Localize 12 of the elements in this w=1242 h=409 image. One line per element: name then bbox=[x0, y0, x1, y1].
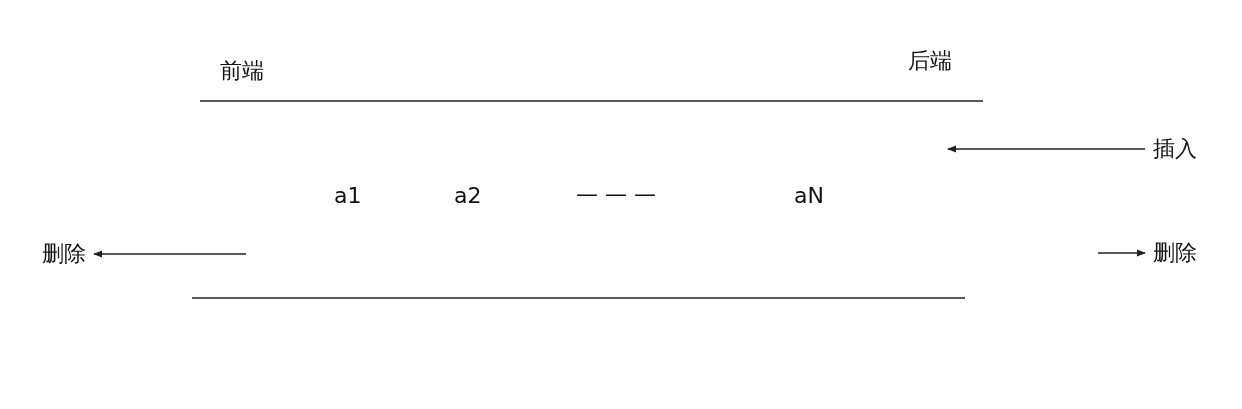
action-text: 删除 bbox=[1153, 240, 1197, 267]
queue-label: a1 bbox=[334, 183, 362, 210]
arrow bbox=[93, 250, 247, 258]
queue-label: aN bbox=[794, 183, 824, 210]
action-text: 删除 bbox=[42, 241, 86, 268]
queue-label: 后端 bbox=[908, 48, 952, 75]
arrow bbox=[1097, 249, 1146, 257]
action-text: 插入 bbox=[1153, 136, 1197, 163]
queue-label: a2 bbox=[454, 183, 482, 210]
arrow bbox=[947, 145, 1146, 153]
queue-label: 前端 bbox=[220, 58, 264, 85]
queue-label: — — — bbox=[576, 181, 656, 208]
